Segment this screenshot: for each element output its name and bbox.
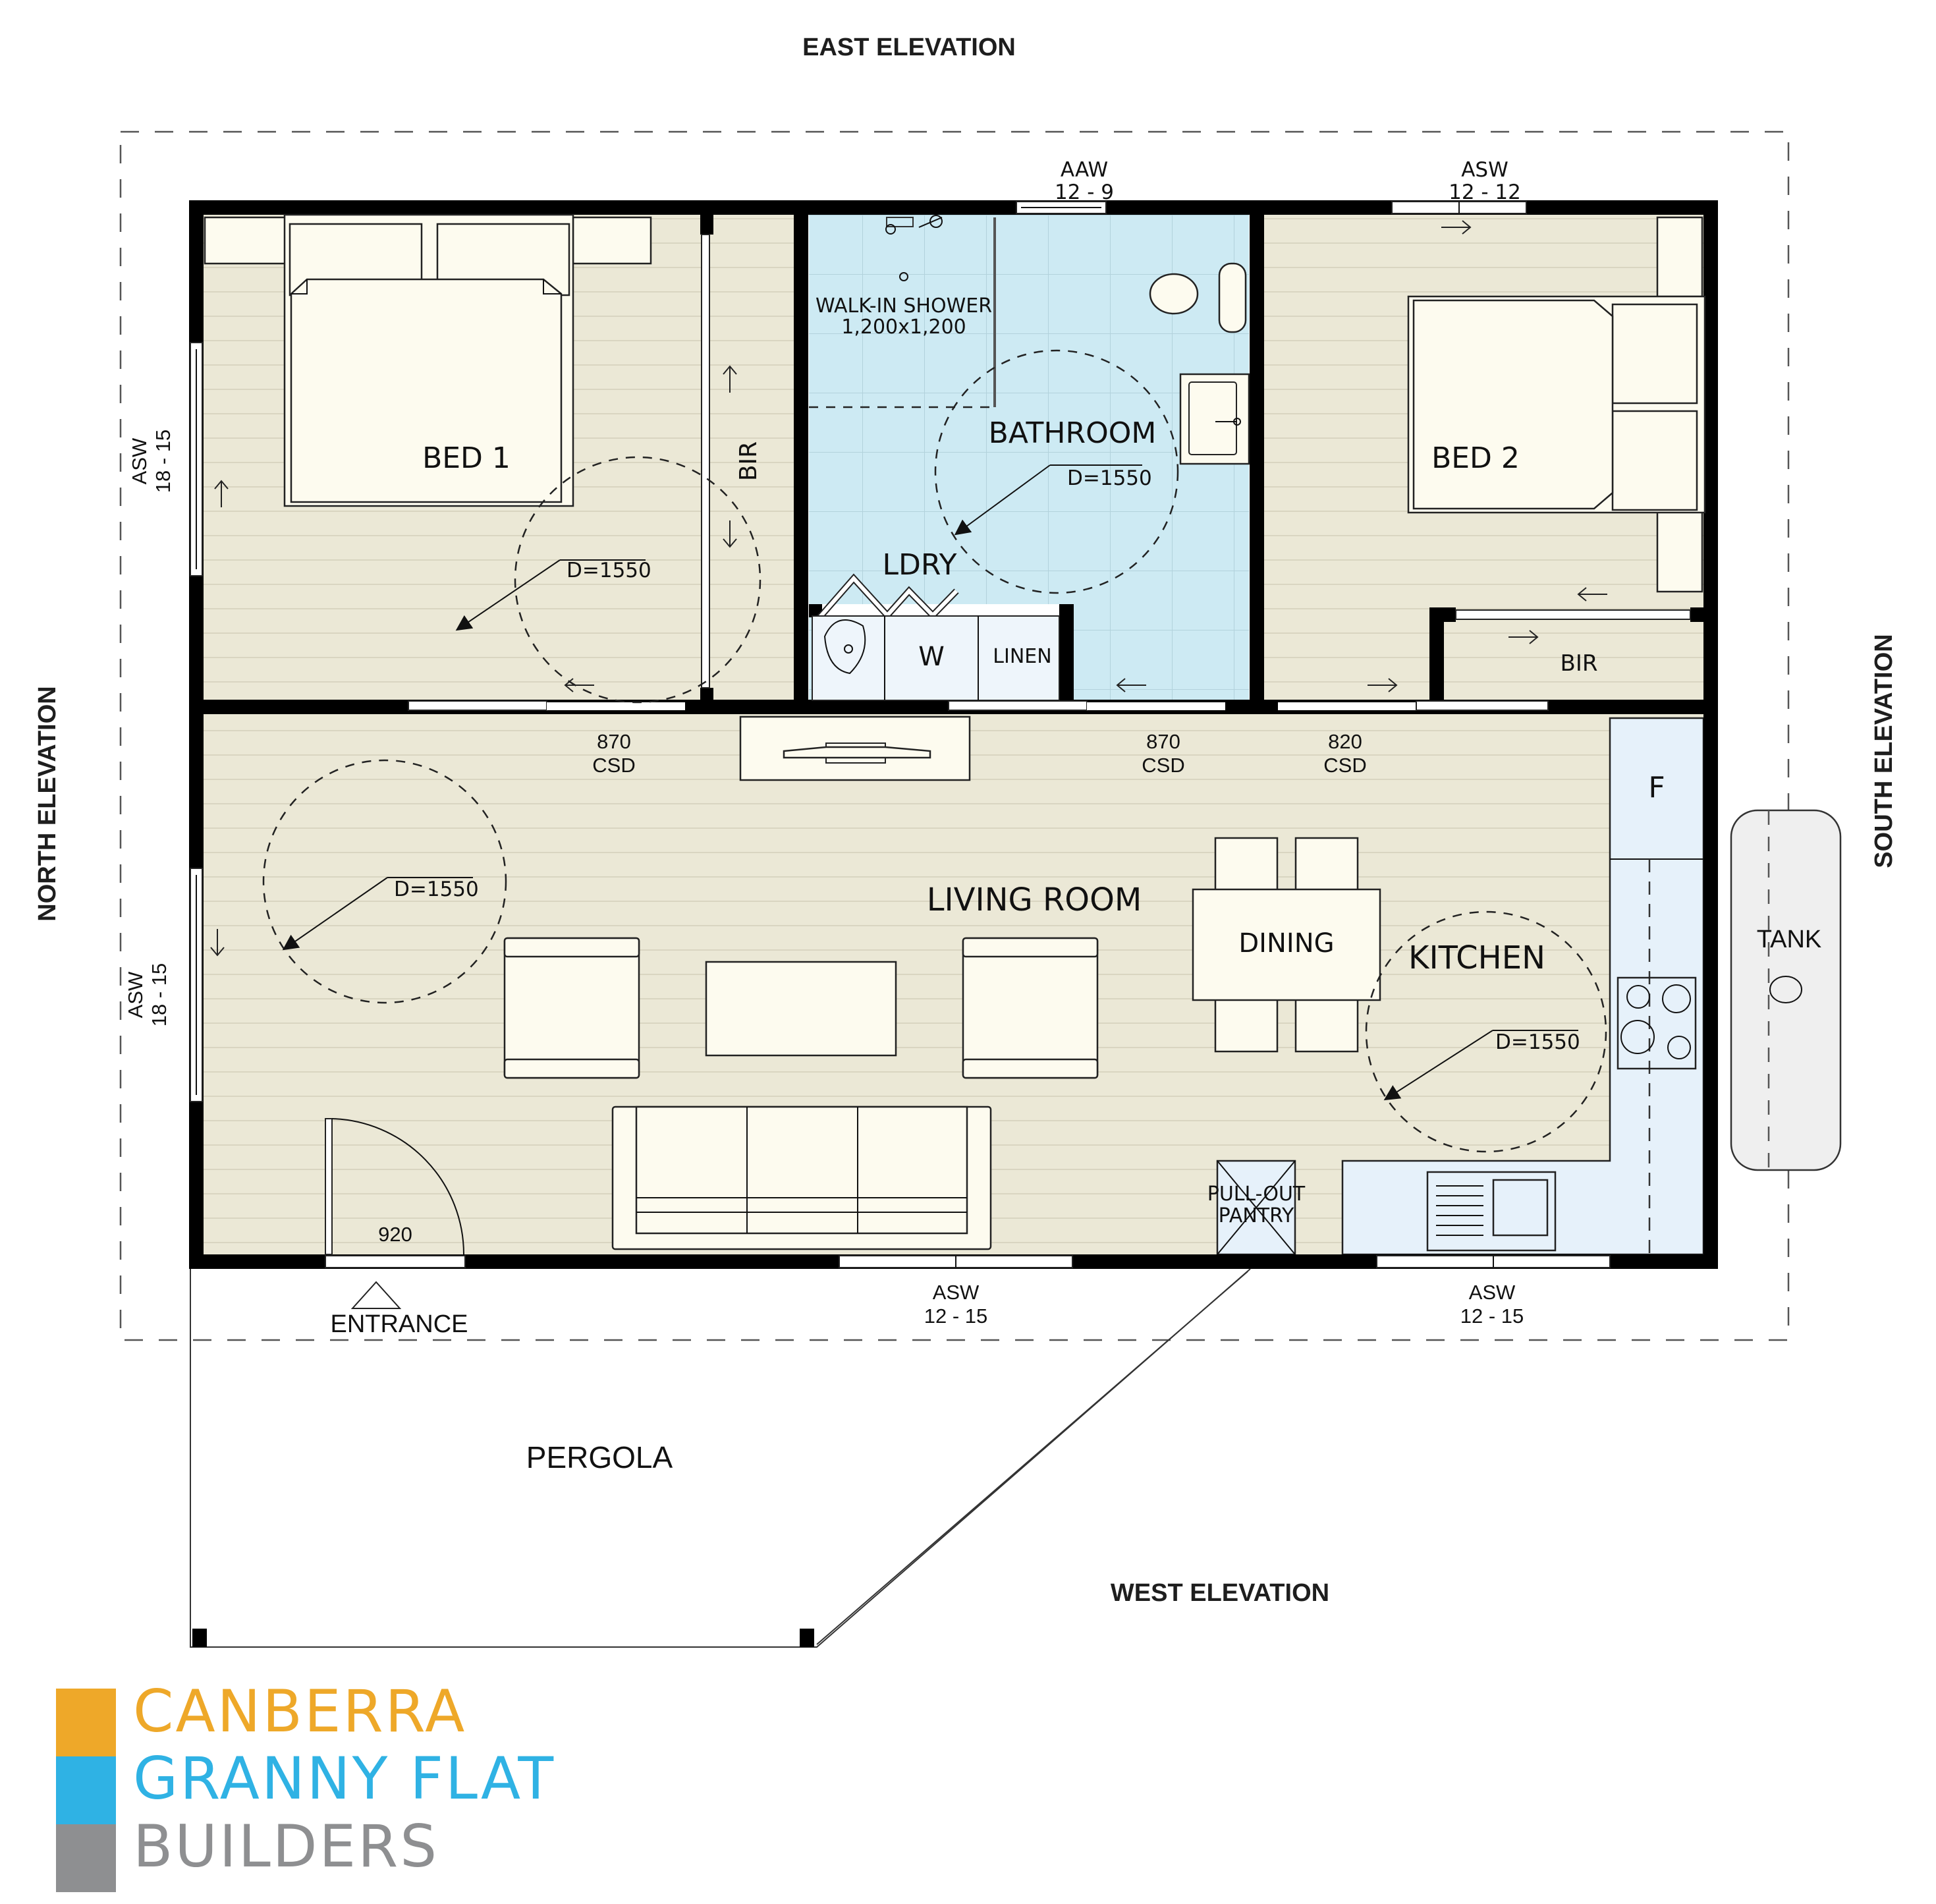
svg-text:CSD: CSD <box>1142 754 1184 777</box>
turning-circle-bathroom: D=1550 <box>934 349 1179 594</box>
laundry-cabinets <box>812 615 1060 701</box>
svg-text:D=1550: D=1550 <box>567 559 651 582</box>
bathroom-fixtures <box>809 215 1250 465</box>
svg-text:ASW: ASW <box>128 437 151 484</box>
pull-out-pantry: PULL-OUT PANTRY <box>1207 1160 1306 1256</box>
cooktop-icon <box>1617 976 1697 1070</box>
svg-text:D=1550: D=1550 <box>394 878 479 901</box>
turning-circle-living: D=1550 <box>262 759 507 1004</box>
bathroom-label: BATHROOM <box>989 416 1157 450</box>
entrance-door-width: 920 <box>378 1223 412 1246</box>
window-labels: AAW 12 - 9 ASW 12 - 12 ASW 18 - 15 ASW 1… <box>124 158 1524 1328</box>
linen-label: LINEN <box>993 645 1051 668</box>
svg-text:D=1550: D=1550 <box>1067 466 1152 490</box>
shower-size: 1,200x1,200 <box>841 316 966 339</box>
bed2-bir-label: BIR <box>1561 650 1598 677</box>
fridge-label: F <box>1648 771 1665 804</box>
svg-text:ASW: ASW <box>1461 158 1508 182</box>
water-tank: TANK <box>1730 809 1842 1171</box>
bed1-bir-label: BIR <box>735 441 762 481</box>
laundry-label: LDRY <box>882 548 956 582</box>
entrance-door: 920 <box>325 1118 464 1255</box>
laundry-bifold-door <box>814 573 959 623</box>
svg-text:PANTRY: PANTRY <box>1219 1204 1294 1227</box>
kitchen-sink-icon <box>1426 1171 1557 1252</box>
logo-line-canberra: CANBERRA <box>133 1677 466 1745</box>
tank-label: TANK <box>1757 926 1822 953</box>
entrance-label: ENTRANCE <box>330 1310 468 1338</box>
svg-text:D=1550: D=1550 <box>1495 1030 1580 1054</box>
svg-text:12 - 15: 12 - 15 <box>924 1304 988 1328</box>
living-room-label: LIVING ROOM <box>927 882 1142 918</box>
entrance-opening <box>325 1255 466 1268</box>
dining-label: DINING <box>1238 928 1334 959</box>
bed1-label: BED 1 <box>422 441 511 475</box>
svg-text:12 - 12: 12 - 12 <box>1449 181 1521 204</box>
svg-text:ASW: ASW <box>933 1281 980 1304</box>
svg-text:AAW: AAW <box>1061 158 1108 182</box>
bed1-furniture <box>204 213 652 507</box>
kitchen-label: KITCHEN <box>1408 939 1545 976</box>
svg-text:12 - 9: 12 - 9 <box>1055 181 1114 204</box>
svg-text:ASW: ASW <box>1469 1281 1516 1304</box>
laundry-tub-icon <box>823 619 866 675</box>
entrance-marker: ENTRANCE <box>330 1281 468 1338</box>
svg-text:870: 870 <box>1146 730 1180 753</box>
svg-text:18 - 15: 18 - 15 <box>148 963 171 1027</box>
south-elevation-label: SOUTH ELEVATION <box>1870 634 1898 868</box>
shower-label: WALK-IN SHOWER <box>816 294 992 318</box>
logo-line-granny-flat: GRANNY FLAT <box>133 1745 555 1812</box>
east-elevation-label: EAST ELEVATION <box>802 34 1016 61</box>
company-logo: CANBERRA GRANNY FLAT BUILDERS <box>56 1677 555 1892</box>
washer-label: W <box>918 642 945 672</box>
toilet-icon <box>1149 262 1247 333</box>
turning-circle-kitchen: D=1550 <box>1365 910 1607 1153</box>
svg-text:PULL-OUT: PULL-OUT <box>1207 1183 1306 1206</box>
svg-text:18 - 15: 18 - 15 <box>152 430 175 493</box>
svg-text:ASW: ASW <box>124 971 147 1018</box>
logo-line-builders: BUILDERS <box>133 1812 439 1880</box>
pergola: PERGOLA <box>190 1268 1251 1648</box>
turning-circle-bed1: D=1550 <box>455 456 761 704</box>
svg-text:CSD: CSD <box>1323 754 1366 777</box>
svg-text:870: 870 <box>597 730 631 753</box>
north-elevation-label: NORTH ELEVATION <box>34 686 61 921</box>
door-dimensions: 870 CSD 870 CSD 820 CSD <box>592 730 1366 777</box>
dining-table <box>1192 837 1381 1053</box>
shower-head-icon <box>885 215 943 281</box>
svg-text:CSD: CSD <box>592 754 635 777</box>
svg-text:820: 820 <box>1328 730 1362 753</box>
slide-direction-arrows <box>210 220 1607 957</box>
lounge-furniture <box>503 937 1099 1250</box>
site-boundary <box>119 130 1790 1341</box>
tv-unit <box>739 715 971 781</box>
vanity-basin-icon <box>1179 373 1250 465</box>
pergola-label: PERGOLA <box>526 1440 673 1474</box>
svg-text:12 - 15: 12 - 15 <box>1460 1304 1524 1328</box>
west-elevation-label: WEST ELEVATION <box>1111 1579 1329 1607</box>
windows <box>190 201 1611 1268</box>
bed2-furniture <box>1407 216 1706 593</box>
bed2-label: BED 2 <box>1431 441 1520 475</box>
